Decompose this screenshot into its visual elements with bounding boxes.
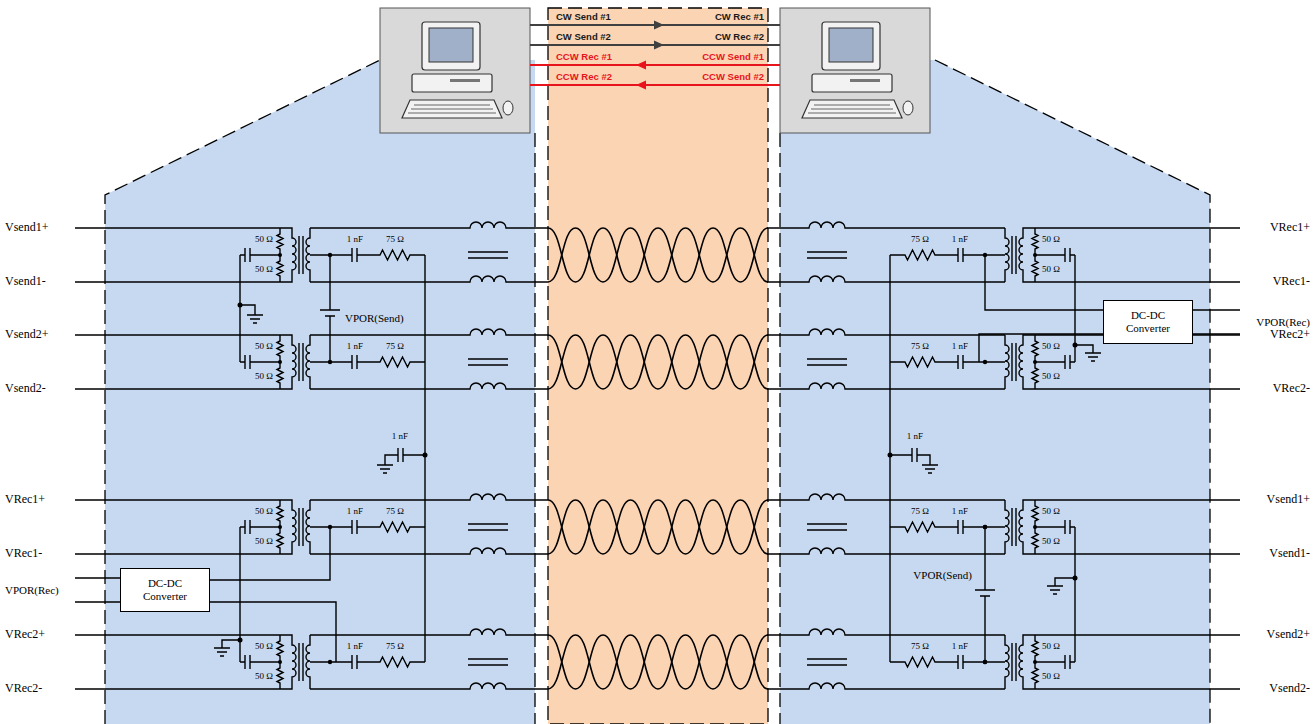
resistor-value: 50 Ω (1042, 372, 1060, 382)
signal-name: Vsend2+ (1267, 628, 1310, 641)
resistor-value: 75 Ω (911, 507, 929, 517)
arrow-label: CCW Send #1 (702, 52, 764, 62)
capacitor-value: 1 nF (347, 642, 363, 652)
supply-label: VPOR(Send) (345, 312, 404, 324)
resistor-value: 50 Ω (255, 235, 273, 245)
arrow-label: CW Rec #2 (715, 32, 764, 42)
resistor-value: 50 Ω (1042, 235, 1060, 245)
supply-label: VPOR(Rec) (1256, 316, 1310, 328)
signal-name: Vsend2- (5, 382, 46, 395)
converter-box: DC-DC Converter (120, 568, 210, 612)
arrow-label: CW Rec #1 (715, 12, 764, 22)
capacitor-value: 1 nF (347, 507, 363, 517)
resistor-value: 50 Ω (255, 342, 273, 352)
converter-box: DC-DC Converter (1103, 300, 1193, 344)
resistor-value: 50 Ω (1042, 537, 1060, 547)
arrow-label: CCW Rec #2 (556, 72, 612, 82)
arrow-label: CCW Rec #1 (556, 52, 612, 62)
resistor-value: 50 Ω (255, 672, 273, 682)
resistor-value: 50 Ω (255, 642, 273, 652)
signal-name: Vsend1- (5, 275, 46, 288)
resistor-value: 75 Ω (911, 342, 929, 352)
resistor-value: 50 Ω (255, 507, 273, 517)
resistor-value: 50 Ω (1042, 672, 1060, 682)
resistor-value: 50 Ω (1042, 265, 1060, 275)
signal-name: Vsend2- (1269, 682, 1310, 695)
signal-name: Vsend1- (1269, 547, 1310, 560)
signal-name: VRec1+ (5, 493, 45, 506)
capacitor-value: 1 nF (952, 342, 968, 352)
capacitor-value: 1 nF (347, 342, 363, 352)
resistor-value: 75 Ω (911, 235, 929, 245)
capacitor-value: 1 nF (952, 642, 968, 652)
signal-name: Vsend1+ (1267, 493, 1310, 506)
signal-name: VRec2- (5, 682, 42, 695)
resistor-value: 50 Ω (1042, 507, 1060, 517)
arrow-label: CCW Send #2 (702, 72, 764, 82)
resistor-value: 75 Ω (386, 507, 404, 517)
capacitor-value: 1 nF (907, 432, 923, 442)
arrow-label: CW Send #2 (556, 32, 611, 42)
signal-name: VRec2+ (5, 628, 45, 641)
capacitor-value: 1 nF (952, 235, 968, 245)
capacitor-value: 1 nF (952, 507, 968, 517)
box-label: DC-DC Converter (127, 577, 203, 602)
signal-name: VRec2- (1273, 382, 1310, 395)
resistor-value: 50 Ω (1042, 642, 1060, 652)
resistor-value: 50 Ω (255, 537, 273, 547)
supply-label: VPOR(Send) (913, 569, 972, 581)
capacitor-value: 1 nF (392, 432, 408, 442)
signal-name: VRec1- (5, 547, 42, 560)
resistor-value: 75 Ω (386, 342, 404, 352)
resistor-value: 75 Ω (386, 642, 404, 652)
signal-name: Vsend1+ (5, 221, 48, 234)
resistor-value: 75 Ω (386, 235, 404, 245)
resistor-value: 50 Ω (255, 372, 273, 382)
resistor-value: 50 Ω (1042, 342, 1060, 352)
signal-name: VRec1+ (1270, 221, 1310, 234)
box-label: DC-DC Converter (1110, 309, 1186, 334)
signal-name: Vsend2+ (5, 328, 48, 341)
resistor-value: 50 Ω (255, 265, 273, 275)
arrow-label: CW Send #1 (556, 12, 611, 22)
supply-label: VPOR(Rec) (5, 584, 59, 596)
capacitor-value: 1 nF (347, 235, 363, 245)
signal-name: VRec2+ (1270, 328, 1310, 341)
resistor-value: 75 Ω (911, 642, 929, 652)
signal-name: VRec1- (1273, 275, 1310, 288)
